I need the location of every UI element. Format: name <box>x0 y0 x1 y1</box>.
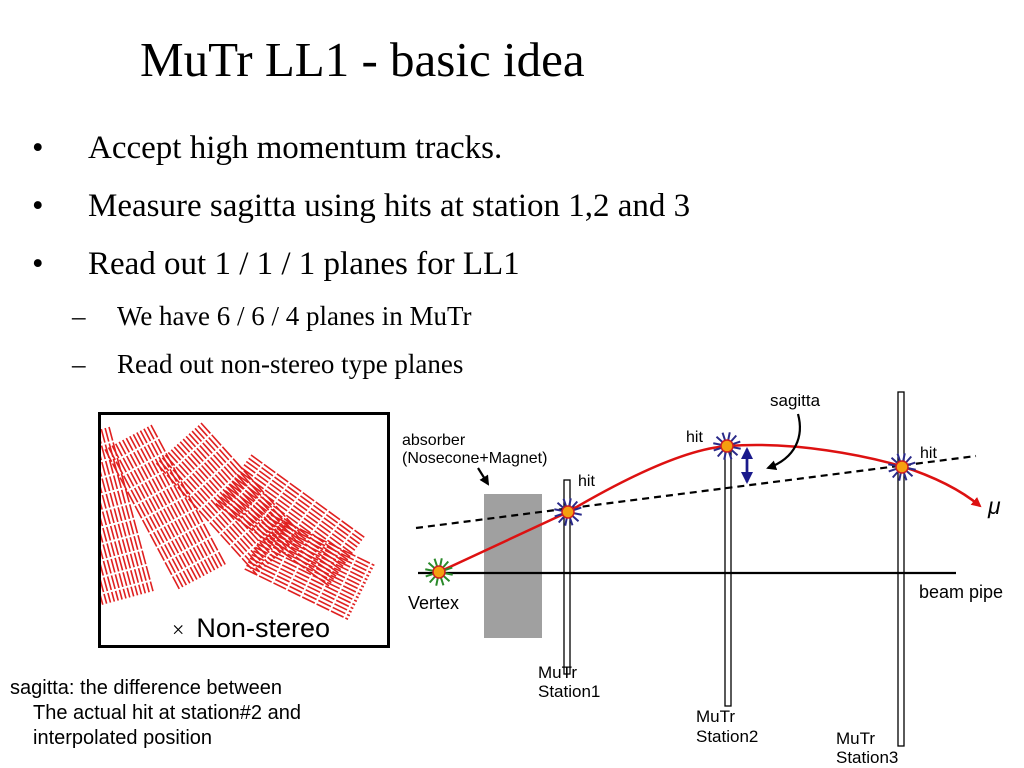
sub-bullet-marker: – <box>72 301 86 331</box>
interpolation-line <box>415 454 977 530</box>
hit-station1-icon <box>554 498 582 526</box>
absorber-sublabel: (Nosecone+Magnet) <box>402 450 547 467</box>
bullet-marker: • <box>32 188 44 224</box>
non-stereo-panel <box>98 412 390 648</box>
mutr-diagram: absorber (Nosecone+Magnet) sagitta hit h… <box>402 391 1003 766</box>
hit-label-station3: hit <box>920 445 937 462</box>
station3-name: MuTr <box>836 729 875 748</box>
mu-label: μ <box>987 493 1001 519</box>
cross-symbol: × <box>172 617 185 642</box>
hit-station3-icon <box>888 453 916 481</box>
hit-label-station1: hit <box>578 473 595 490</box>
station2-label: Station2 <box>696 727 758 746</box>
note-line-3: interpolated position <box>33 727 213 749</box>
station2-name: MuTr <box>696 707 735 726</box>
sub-bullet-marker: – <box>72 349 86 379</box>
bullet-text: Measure sagitta using hits at station 1,… <box>88 188 691 224</box>
non-stereo-strips-graphic <box>101 422 375 621</box>
bullet-text: Accept high momentum tracks. <box>88 130 503 166</box>
beam-pipe-label: beam pipe <box>919 582 1003 602</box>
muon-track <box>567 443 982 514</box>
slide-title: MuTr LL1 - basic idea <box>140 32 585 87</box>
station1-plane <box>563 479 571 675</box>
station3-plane <box>897 391 905 747</box>
vertex-label: Vertex <box>408 593 459 613</box>
non-stereo-text: Non-stereo <box>196 613 330 643</box>
station2-plane <box>724 443 732 707</box>
hit-station2-icon <box>713 432 741 460</box>
note-line-2: The actual hit at station#2 and <box>33 702 301 724</box>
non-stereo-label: × Non-stereo <box>172 612 330 646</box>
track-segment <box>438 510 569 574</box>
station3-label: Station3 <box>836 748 898 766</box>
note-line-1: sagitta: the difference between <box>10 677 283 699</box>
sub-bullet-text: We have 6 / 6 / 4 planes in MuTr <box>117 301 472 331</box>
vertex-hit-icon <box>425 558 453 586</box>
bullet-marker: • <box>32 130 44 166</box>
sub-bullet-text: Read out non-stereo type planes <box>117 349 464 379</box>
sagitta-note: sagitta: the difference between The actu… <box>10 676 301 751</box>
absorber-pointer-arrow <box>477 467 490 486</box>
sagitta-label: sagitta <box>770 391 821 410</box>
absorber-label: absorber <box>402 432 466 449</box>
bullet-text: Read out 1 / 1 / 1 planes for LL1 <box>88 246 520 282</box>
sagitta-pointer-arrow <box>766 413 801 471</box>
hit-label-station2: hit <box>686 429 703 446</box>
station1-label: Station1 <box>538 682 600 701</box>
station1-name: MuTr <box>538 663 577 682</box>
bullet-marker: • <box>32 246 44 282</box>
